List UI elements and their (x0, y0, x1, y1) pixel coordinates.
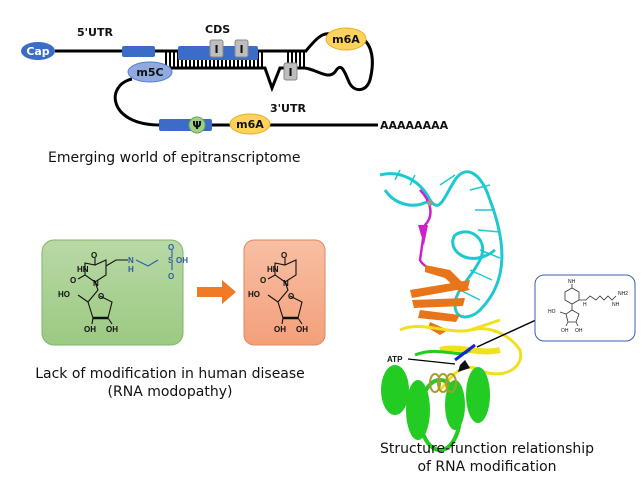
utr5-region (122, 46, 155, 57)
modified-site (454, 343, 476, 362)
inset-structure: NH NH2 NH H HO OH OH (548, 279, 628, 334)
svg-text:OH: OH (575, 328, 583, 334)
svg-text:NH: NH (612, 302, 620, 308)
atp-pointer (407, 358, 456, 365)
svg-text:O: O (168, 272, 174, 281)
cds-label: CDS (205, 23, 230, 36)
svg-text:HO: HO (248, 290, 260, 299)
utr3-label: 3'UTR (270, 102, 306, 115)
rna-rung (479, 249, 501, 259)
svg-text:N: N (128, 256, 134, 265)
modopathy-caption-line2: (RNA modopathy) (108, 384, 233, 400)
svg-text:I: I (214, 43, 218, 56)
svg-text:S: S (168, 256, 174, 265)
epitranscriptome-caption: Emerging world of epitranscriptome (48, 150, 300, 166)
rna-rung (394, 169, 401, 181)
structure-caption-line2: of RNA modification (417, 459, 556, 475)
svg-text:HO: HO (548, 309, 556, 315)
utr5-label: 5'UTR (77, 26, 113, 39)
inset-pointer (476, 319, 537, 348)
svg-text:O: O (281, 251, 287, 260)
rna-rung (439, 174, 456, 186)
svg-text:OH: OH (176, 256, 188, 265)
svg-text:m6A: m6A (332, 33, 360, 46)
mrna-diagram: Cap I I I m5C m6A Ψ m6A 5'UTR CDS 3'UTR … (21, 23, 449, 166)
mrna-loop (113, 77, 161, 127)
m6a-badge-3utr: m6A (229, 113, 271, 135)
svg-text:OH: OH (106, 325, 118, 334)
svg-text:OH: OH (274, 325, 286, 334)
svg-text:I: I (239, 43, 243, 56)
rna-rung (469, 269, 493, 281)
modopathy-panel: O HN O N N H S O O OH HO O OH OH O HN O … (35, 239, 326, 400)
atp-label: ATP (387, 355, 403, 364)
unmodified-nucleoside-box (243, 239, 326, 346)
svg-text:N: N (283, 279, 289, 288)
inosine-badge: I (209, 39, 224, 58)
m5c-badge: m5C (127, 61, 173, 83)
cap-badge (21, 42, 55, 60)
svg-text:O: O (98, 292, 104, 301)
svg-text:OH: OH (561, 328, 569, 334)
svg-text:HN: HN (267, 265, 279, 274)
svg-text:O: O (168, 243, 174, 252)
protein-rna-structure: ATP NH NH2 NH H HO OH OH Structure-funct… (379, 169, 636, 475)
svg-text:m5C: m5C (136, 66, 163, 79)
svg-text:NH2: NH2 (618, 291, 628, 297)
green-domain (381, 348, 490, 452)
m6a-badge-loop: m6A (325, 27, 367, 51)
uridine-structure: O HN O N HO O OH OH (248, 251, 308, 334)
svg-text:NH: NH (568, 279, 576, 285)
rna-base-rungs (394, 169, 501, 301)
modified-nucleoside-inset (534, 274, 636, 342)
rna-rung (469, 184, 491, 191)
svg-text:H: H (583, 302, 587, 308)
cap-label: Cap (26, 45, 49, 58)
psi-badge: Ψ (188, 116, 206, 134)
inosine-badge: I (283, 62, 298, 81)
rna-rung (477, 229, 501, 233)
svg-text:O: O (260, 276, 266, 285)
svg-text:HO: HO (58, 290, 70, 299)
modopathy-caption-line1: Lack of modification in human disease (35, 366, 305, 382)
svg-text:N: N (93, 279, 99, 288)
svg-text:O: O (288, 292, 294, 301)
svg-text:Ψ: Ψ (192, 119, 201, 132)
orange-domain (410, 265, 470, 335)
svg-text:OH: OH (84, 325, 96, 334)
polya-tail-label: AAAAAAAA (380, 119, 449, 132)
rna-rung (409, 174, 416, 186)
atp-molecule (458, 360, 470, 372)
structure-caption-line1: Structure-function relationship (380, 441, 594, 457)
helix-olive (429, 373, 457, 393)
svg-text:O: O (70, 276, 76, 285)
svg-text:OH: OH (296, 325, 308, 334)
svg-text:O: O (91, 251, 97, 260)
rna-rung (459, 289, 481, 301)
svg-text:HN: HN (77, 265, 89, 274)
svg-text:H: H (128, 265, 134, 274)
arrow-right-icon (197, 280, 236, 304)
svg-text:m6A: m6A (236, 118, 264, 131)
modified-nucleoside-structure: O HN O N N H S O O OH HO O OH OH (58, 243, 188, 334)
svg-text:I: I (288, 66, 292, 79)
inosine-badge: I (234, 39, 249, 58)
trna-ribbon (379, 170, 504, 319)
